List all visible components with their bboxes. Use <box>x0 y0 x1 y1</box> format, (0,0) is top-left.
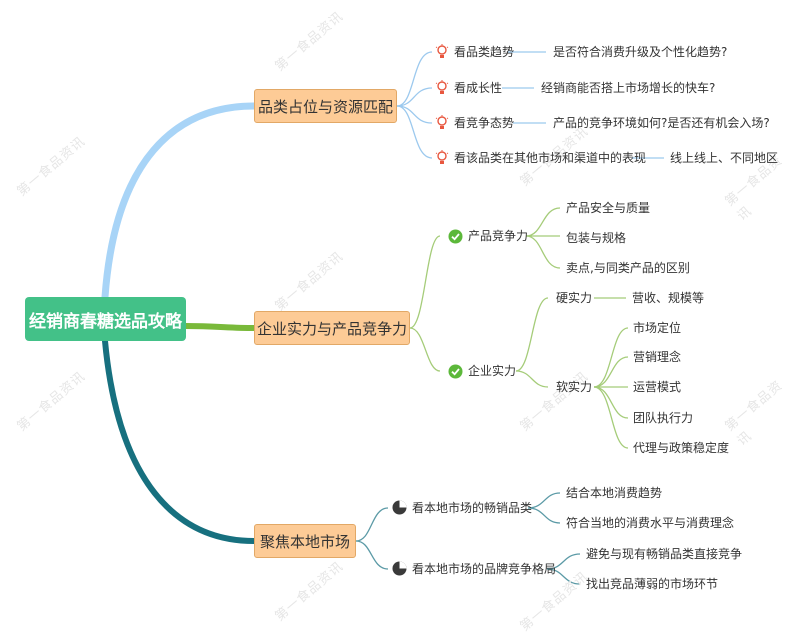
branch-local-market[interactable]: 聚焦本地市场 <box>254 524 356 558</box>
topic-competition[interactable]: 看竞争态势 <box>454 116 515 130</box>
branch-company-strength[interactable]: 企业实力与产品竞争力 <box>254 311 410 345</box>
pie-chart-icon <box>392 500 407 515</box>
subgroup-hard-power[interactable]: 硬实力 <box>556 291 593 305</box>
bulb-icon <box>435 150 449 164</box>
detail-category-trend[interactable]: 是否符合消费升级及个性化趋势? <box>553 45 728 59</box>
item-revenue-scale[interactable]: 营收、规模等 <box>632 291 705 305</box>
item-find-weak-links[interactable]: 找出竞品薄弱的市场环节 <box>586 577 719 591</box>
topic-other-markets[interactable]: 看该品类在其他市场和渠道中的表现 <box>454 151 647 165</box>
connector-root-branch-1 <box>101 102 258 301</box>
item-team-execution[interactable]: 团队执行力 <box>633 411 694 425</box>
bulb-icon <box>435 80 449 94</box>
branch-category-positioning[interactable]: 品类占位与资源匹配 <box>254 89 397 123</box>
connector-root-branch-2 <box>183 323 257 331</box>
item-local-consumption-level[interactable]: 符合当地的消费水平与消费理念 <box>566 516 735 530</box>
group-company-strength[interactable]: 企业实力 <box>468 364 517 378</box>
root-topic[interactable]: 经销商春糖选品攻略 <box>25 297 186 341</box>
pie-chart-icon <box>392 561 407 576</box>
detail-competition[interactable]: 产品的竞争环境如何?是否还有机会入场? <box>553 116 770 130</box>
item-market-positioning[interactable]: 市场定位 <box>633 321 682 335</box>
item-avoid-direct-competition[interactable]: 避免与现有畅销品类直接竞争 <box>586 547 743 561</box>
check-circle-icon <box>448 229 463 244</box>
item-marketing-philosophy[interactable]: 营销理念 <box>633 350 682 364</box>
bulb-icon <box>435 44 449 58</box>
item-selling-point[interactable]: 卖点,与同类产品的区别 <box>566 261 690 275</box>
connector-root-branch-3 <box>102 338 257 544</box>
group-local-brand-competition[interactable]: 看本地市场的品牌竞争格局 <box>412 562 557 576</box>
item-policy-stability[interactable]: 代理与政策稳定度 <box>633 441 730 455</box>
detail-growth[interactable]: 经销商能否搭上市场增长的快车? <box>541 81 716 95</box>
item-product-safety[interactable]: 产品安全与质量 <box>566 201 651 215</box>
item-local-trend[interactable]: 结合本地消费趋势 <box>566 486 663 500</box>
check-circle-icon <box>448 364 463 379</box>
group-product-competitiveness[interactable]: 产品竞争力 <box>468 229 529 243</box>
bulb-icon <box>435 115 449 129</box>
topic-growth[interactable]: 看成长性 <box>454 81 503 95</box>
subgroup-soft-power[interactable]: 软实力 <box>556 380 593 394</box>
item-packaging[interactable]: 包装与规格 <box>566 231 627 245</box>
group-local-bestselling[interactable]: 看本地市场的畅销品类 <box>412 501 533 515</box>
topic-category-trend[interactable]: 看品类趋势 <box>454 45 515 59</box>
item-operation-mode[interactable]: 运营模式 <box>633 380 682 394</box>
detail-other-markets[interactable]: 线上线上、不同地区 <box>670 151 779 165</box>
